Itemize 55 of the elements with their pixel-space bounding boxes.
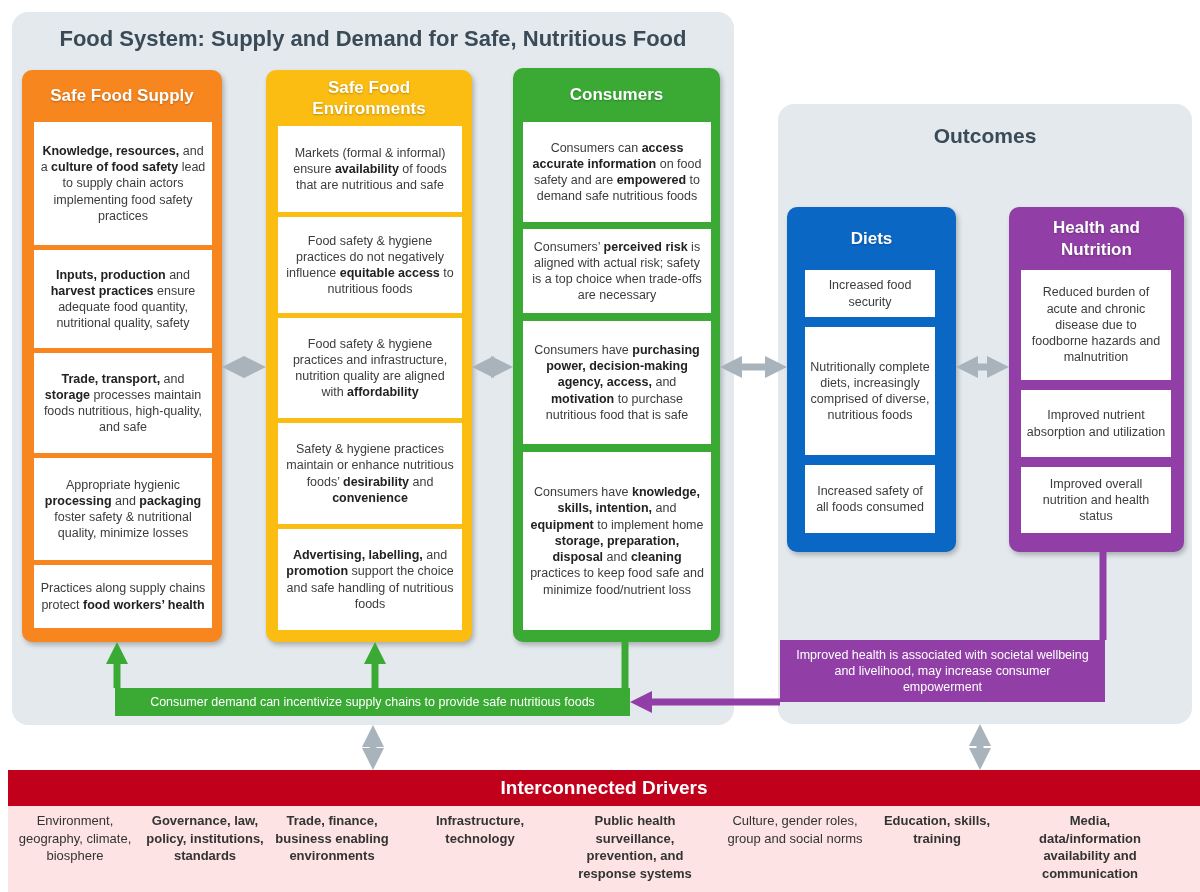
connector-arrow: [969, 724, 991, 770]
connector-arrow: [720, 356, 787, 378]
driver-label: Trade, finance, business enabling environments: [274, 812, 390, 865]
column-panel: [787, 207, 956, 552]
statement-box: Nutritionally complete diets, increasingly comprised of diverse, nutritious foods: [805, 327, 935, 455]
statement-box: Consumers have knowledge, skills, intention, and equipment to implement home storage, preparation, disposal and cleaning practices to keep food safe and minimize food/nutrient loss: [523, 452, 711, 630]
driver-label: Infrastructure, technology: [434, 812, 526, 848]
driver-label: Culture, gender roles, group and social norms: [726, 812, 864, 848]
statement-box: Knowledge, resources, and a culture of food safety lead to supply chain actors implementing food safety practices: [34, 122, 212, 245]
column-heading: Consumers: [568, 84, 665, 107]
column-panel: [266, 70, 472, 642]
column-panel: [513, 68, 720, 642]
panel-title: Food System: Supply and Demand for Safe, Nutritious Food: [58, 26, 688, 52]
statement-box: Food safety & hygiene practices do not negatively influence equitable access to nutritious foods: [278, 217, 462, 313]
driver-label: Media, data/information availability and communication: [1038, 812, 1142, 883]
statement-box: Advertising, labelling, and promotion support the choice and safe handling of nutritious foods: [278, 529, 462, 630]
connector-arrow: [106, 642, 128, 688]
column-heading: Safe Food Supply: [49, 85, 195, 108]
connector-arrow: [472, 356, 513, 378]
connector-arrow: [630, 691, 780, 713]
callout-band: Improved health is associated with societal wellbeing and livelihood, may increase consumer empowerment: [780, 640, 1105, 702]
statement-box: Consumers have purchasing power, decision-making agency, access, and motivation to purchase nutritious food that is safe: [523, 321, 711, 444]
connector-arrow: [362, 725, 384, 770]
statement-box: Food safety & hygiene practices and infrastructure, nutrition quality are aligned with affordability: [278, 318, 462, 418]
group-panel: [12, 12, 734, 725]
column-heading: Diets: [849, 227, 894, 250]
column-panel: [1009, 207, 1184, 552]
column-heading: Safe Food Environments: [311, 76, 427, 120]
drivers-panel: [8, 770, 1200, 892]
statement-box: Practices along supply chains protect food workers’ health: [34, 565, 212, 628]
group-panel: [778, 104, 1192, 724]
driver-label: Public health surveillance, prevention, and response systems: [577, 812, 693, 883]
header-bar: Interconnected Drivers: [8, 770, 1200, 806]
statement-box: Inputs, production and harvest practices ensure adequate food quantity, nutritional quality, safety: [34, 250, 212, 348]
driver-label: Governance, law, policy, institutions, standards: [145, 812, 265, 865]
statement-box: Improved overall nutrition and health status: [1021, 467, 1171, 533]
statement-box: Increased food security: [805, 270, 935, 317]
statement-box: Consumers can access accurate information on food safety and are empowered to demand safe nutritious foods: [523, 122, 711, 222]
callout-band: Consumer demand can incentivize supply chains to provide safe nutritious foods: [115, 688, 630, 716]
statement-box: Improved nutrient absorption and utilization: [1021, 390, 1171, 457]
statement-box: Appropriate hygienic processing and packaging foster safety & nutritional quality, minimize losses: [34, 458, 212, 560]
column-panel: [22, 70, 222, 642]
statement-box: Reduced burden of acute and chronic disease due to foodborne hazards and malnutrition: [1021, 270, 1171, 380]
statement-box: Markets (formal & informal) ensure availability of foods that are nutritious and safe: [278, 126, 462, 212]
statement-box: Increased safety of all foods consumed: [805, 465, 935, 533]
statement-box: Safety & hygiene practices maintain or enhance nutritious foods’ desirability and convenience: [278, 423, 462, 524]
statement-box: Trade, transport, and storage processes maintain foods nutritious, high-quality, and safe: [34, 353, 212, 453]
panel-title: Outcomes: [932, 124, 1038, 148]
connector-arrow: [364, 642, 386, 688]
driver-label: Education, skills, training: [882, 812, 992, 848]
connector-arrow: [222, 356, 266, 378]
driver-label: Environment, geography, climate, biosphere: [17, 812, 133, 865]
column-heading: Health and Nutrition: [1052, 217, 1141, 261]
statement-box: Consumers’ perceived risk is aligned with actual risk; safety is a top choice when trade-offs are necessary: [523, 229, 711, 313]
connector-arrow: [956, 356, 1009, 378]
